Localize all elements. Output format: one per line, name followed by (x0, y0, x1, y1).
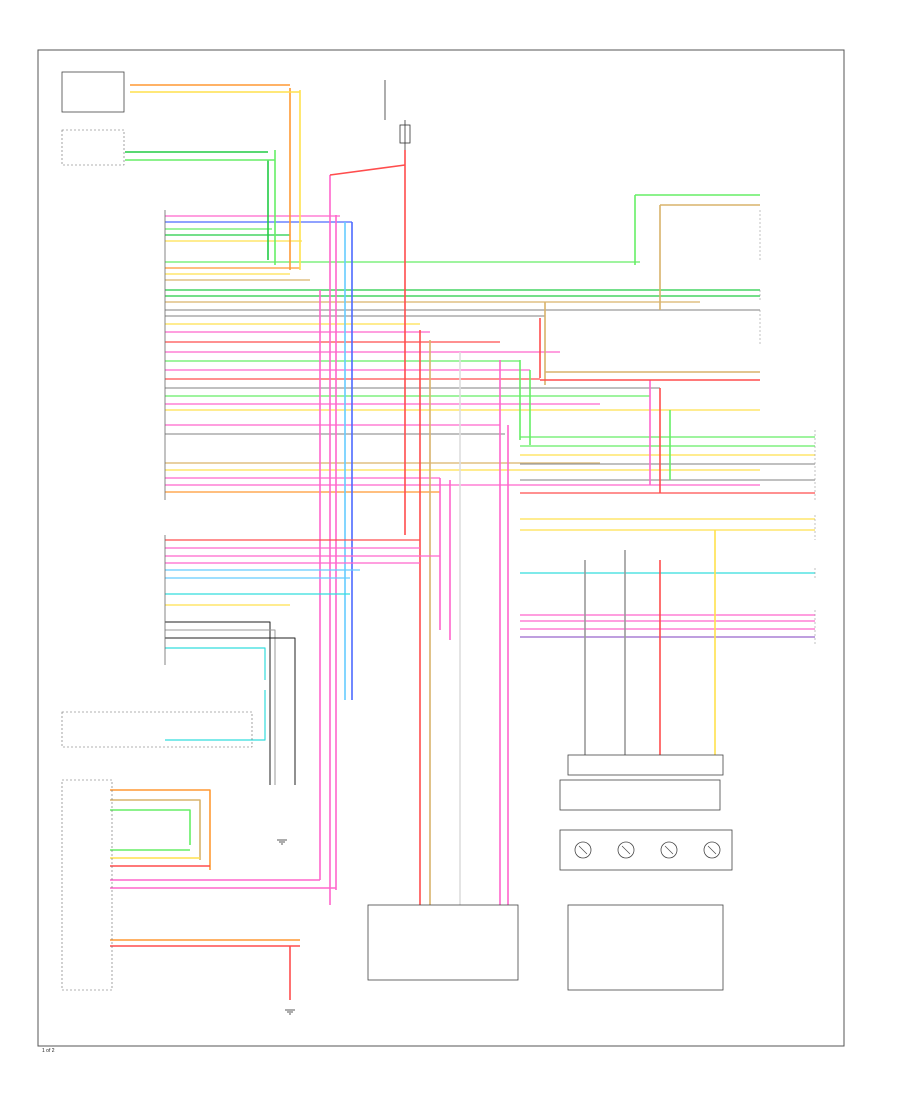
driver-airbag-lower (567, 904, 724, 991)
diagram-frame (37, 49, 845, 1047)
occupant-classification-sensor (61, 711, 253, 748)
squib-mark (707, 845, 717, 855)
squib-connector (574, 841, 592, 859)
wire-layer (110, 84, 815, 1000)
passenger-airbag (367, 904, 519, 981)
squib-mark (578, 845, 588, 855)
occupant-wire (165, 690, 266, 741)
sensor-wire (165, 621, 271, 785)
squib-connector (660, 841, 678, 859)
module-wire (110, 799, 201, 860)
fuse (399, 124, 411, 144)
sensor-wire (165, 647, 266, 680)
vertical-wire (329, 164, 406, 176)
sensor-wire (165, 629, 276, 785)
squib-connector (703, 841, 721, 859)
driver-airbag-upper (559, 779, 721, 811)
component-layer (61, 71, 816, 1015)
squib-connector (617, 841, 635, 859)
seat-module (61, 779, 113, 991)
squib-mark (621, 845, 631, 855)
sensor-wire (165, 637, 296, 785)
driver-belt-switch (61, 129, 125, 166)
passenger-belt-switch (61, 71, 125, 113)
driver-connector (567, 754, 724, 776)
squib-mark (664, 845, 674, 855)
page-label: 1 of 2 (42, 1048, 55, 1054)
module-wire (110, 789, 211, 870)
clockspring (559, 829, 733, 871)
module-wire (110, 809, 191, 845)
